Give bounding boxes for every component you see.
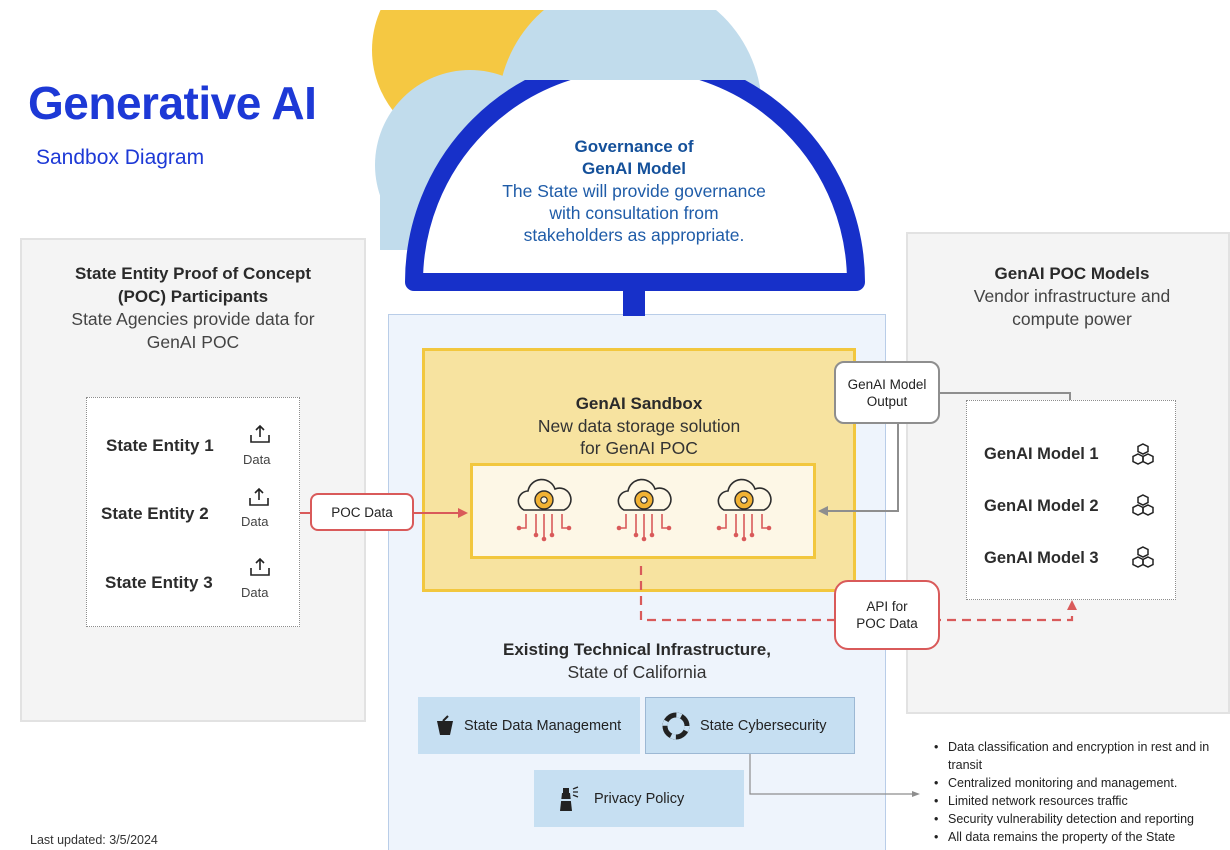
- privacy-policy-box: Privacy Policy: [534, 770, 744, 827]
- state-cybersecurity-label: State Cybersecurity: [700, 717, 827, 734]
- upload-data-icon: [250, 557, 270, 576]
- governance-text-line3: stakeholders as appropriate.: [523, 225, 745, 245]
- poc-participants-text-line1: State Agencies provide data for: [71, 309, 315, 329]
- genai-poc-models-heading: GenAI POC Models Vendor infrastructure a…: [910, 262, 1230, 331]
- cubes-icon: [1132, 443, 1154, 465]
- state-cybersecurity-box: State Cybersecurity: [645, 697, 855, 754]
- state-entity-2-data-label: Data: [241, 514, 269, 529]
- poc-data-tag-label: POC Data: [331, 504, 393, 520]
- cloud-gear-network-icon: [516, 478, 572, 542]
- genai-model-2-label: GenAI Model 2: [984, 497, 1099, 515]
- poc-participants-title-line2: (POC) Participants: [117, 287, 269, 306]
- genai-poc-models-text-line1: Vendor infrastructure and: [973, 286, 1171, 306]
- cubes-icon: [1132, 494, 1154, 516]
- upload-data-icon: [249, 487, 269, 506]
- sandbox-heading: GenAI Sandbox New data storage solution …: [424, 393, 854, 459]
- bullet-item: Centralized monitoring and management.: [930, 774, 1230, 792]
- poc-participants-heading: State Entity Proof of Concept (POC) Part…: [22, 262, 364, 354]
- poc-participants-title-line1: State Entity Proof of Concept: [74, 264, 312, 283]
- state-data-management-box: State Data Management: [418, 697, 640, 754]
- poc-participants-text-line2: GenAI POC: [146, 332, 240, 352]
- infrastructure-title: Existing Technical Infrastructure,: [503, 640, 771, 659]
- governance-title-line1: Governance of: [574, 137, 694, 156]
- api-tag: API for POC Data: [834, 580, 940, 650]
- upload-data-icon: [250, 424, 270, 443]
- cloud-gear-network-icon: [716, 478, 772, 542]
- last-updated: Last updated: 3/5/2024: [30, 833, 158, 847]
- infrastructure-subtitle: State of California: [567, 662, 707, 682]
- bullet-item: All data remains the property of the Sta…: [930, 828, 1230, 846]
- bucket-icon: [437, 714, 453, 735]
- bullet-item: Security vulnerability detection and rep…: [930, 810, 1230, 828]
- state-entity-1-label: State Entity 1: [106, 436, 214, 455]
- genai-model-1-label: GenAI Model 1: [984, 445, 1099, 463]
- governance-text: Governance of GenAI Model The State will…: [456, 136, 812, 246]
- lighthouse-icon: [560, 785, 579, 811]
- genai-poc-models-text-line2: compute power: [1012, 309, 1132, 329]
- page-subtitle: Sandbox Diagram: [36, 146, 205, 169]
- sandbox-text-line2: for GenAI POC: [580, 438, 698, 458]
- bullet-item: Data classification and encryption in re…: [930, 738, 1230, 774]
- api-tag-line2: POC Data: [856, 616, 918, 631]
- api-tag-line1: API for: [866, 599, 908, 614]
- model-output-tag: GenAI Model Output: [834, 361, 940, 424]
- cloud-gear-network-icon: [616, 478, 672, 542]
- sandbox-title: GenAI Sandbox: [575, 394, 703, 413]
- sandbox-text-line1: New data storage solution: [537, 416, 741, 436]
- model-output-line2: Output: [866, 393, 908, 409]
- state-entity-1-data-label: Data: [243, 452, 271, 467]
- governance-text-line1: The State will provide governance: [502, 181, 766, 201]
- infrastructure-heading: Existing Technical Infrastructure, State…: [390, 639, 884, 683]
- genai-model-3-label: GenAI Model 3: [984, 549, 1099, 567]
- model-output-line1: GenAI Model: [847, 376, 927, 392]
- governance-text-line2: with consultation from: [549, 203, 719, 223]
- governance-title-line2: GenAI Model: [582, 159, 686, 178]
- governance-dome: [405, 80, 865, 316]
- state-entities-box: [86, 397, 300, 627]
- security-bullets: Data classification and encryption in re…: [930, 738, 1230, 846]
- state-entity-3-data-label: Data: [241, 585, 269, 600]
- lifebuoy-icon: [662, 712, 690, 739]
- state-entity-3-label: State Entity 3: [105, 573, 213, 592]
- state-entity-2-label: State Entity 2: [101, 504, 209, 523]
- state-data-management-label: State Data Management: [464, 717, 622, 734]
- privacy-policy-label: Privacy Policy: [594, 790, 685, 807]
- genai-poc-models-title: GenAI POC Models: [994, 264, 1150, 283]
- cubes-icon: [1132, 546, 1154, 568]
- page-title: Generative AI: [28, 77, 317, 129]
- poc-data-tag: POC Data: [310, 493, 414, 531]
- bullet-item: Limited network resources traffic: [930, 792, 1230, 810]
